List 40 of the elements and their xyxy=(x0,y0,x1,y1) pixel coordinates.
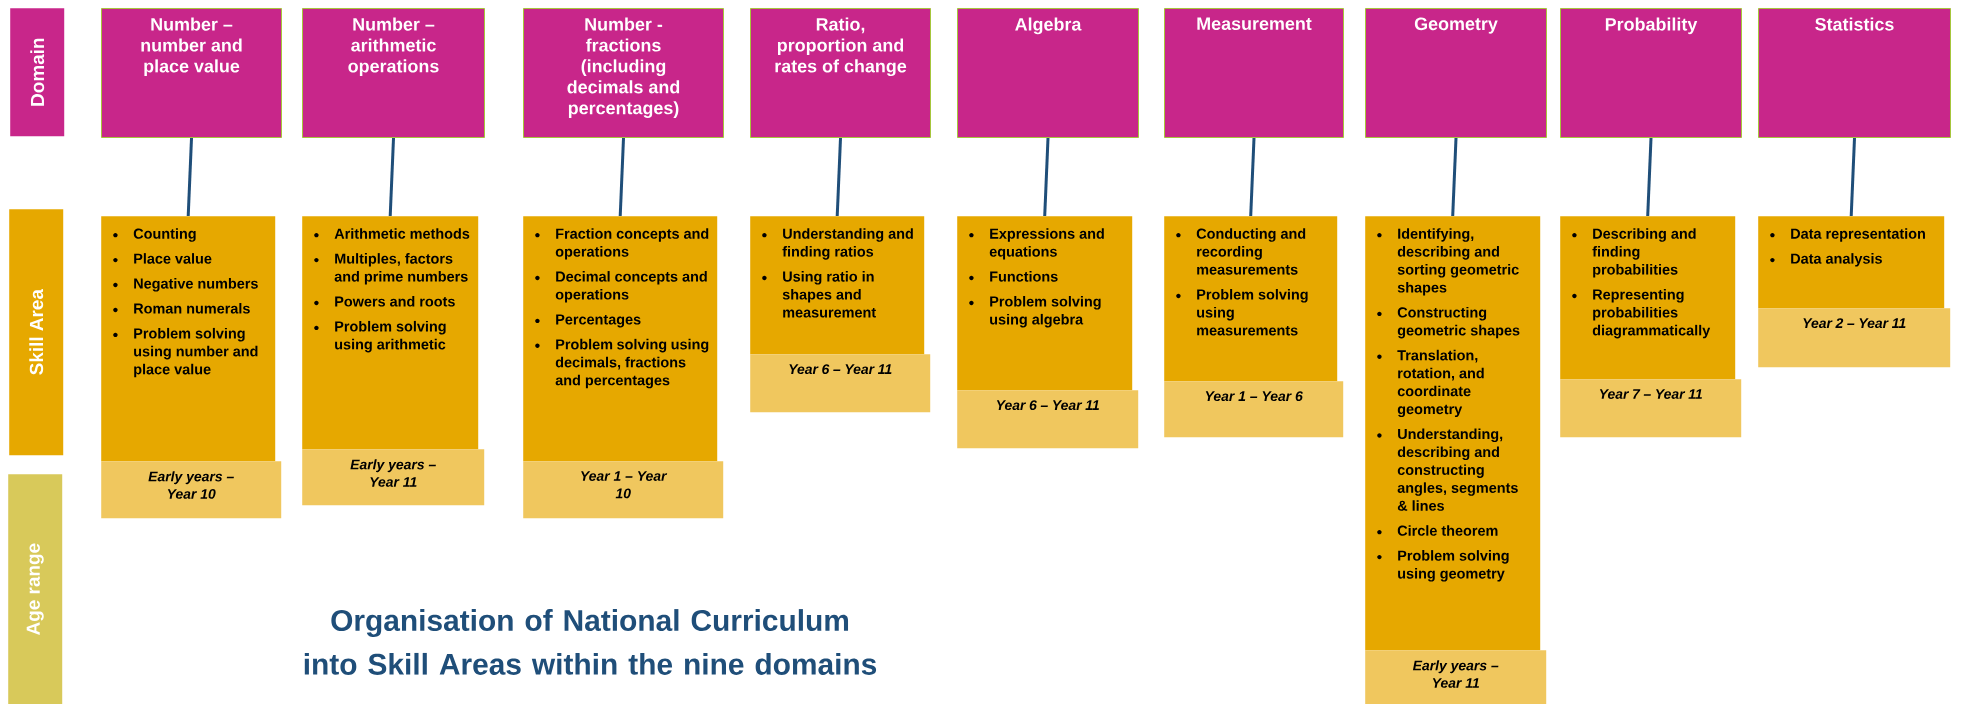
connector-line xyxy=(1646,137,1653,217)
domain-box: Geometry xyxy=(1365,8,1547,138)
domain-box: Number - fractions (including decimals and percentages) xyxy=(523,8,724,138)
skill-area-box: Data representation Data analysis xyxy=(1758,216,1945,309)
skill-area-box: Identifying, describing and sorting geometric shapes Constructing geometric shapes Translation, rotation, and coordinate geometry Understanding, describing and constructing angles, segments & lines Circle theorem Problem solving using geometry xyxy=(1365,216,1541,651)
age-range-box: Early years – Year 11 xyxy=(302,449,485,506)
age-range-box: Year 7 – Year 11 xyxy=(1560,379,1742,438)
age-range-box: Year 1 – Year 10 xyxy=(523,461,724,519)
skill-area-box: Fraction concepts and operations Decimal concepts and operations Percentages Problem solving using decimals, fractions and percentages xyxy=(523,216,718,462)
domain-box: Number – number and place value xyxy=(101,8,282,138)
row-heading: Age range xyxy=(8,474,63,704)
connector-line xyxy=(835,137,842,217)
skill-area-box: Arithmetic methods Multiples, factors and prime numbers Powers and roots Problem solving using arithmetic xyxy=(302,216,479,450)
age-range-box: Year 6 – Year 11 xyxy=(750,354,931,413)
age-range-box: Year 6 – Year 11 xyxy=(957,390,1139,449)
domain-box: Probability xyxy=(1560,8,1742,138)
age-range-box: Year 1 – Year 6 xyxy=(1164,381,1344,438)
domain-box: Statistics xyxy=(1758,8,1951,138)
domain-box: Algebra xyxy=(957,8,1139,138)
row-heading: Domain xyxy=(10,8,65,137)
row-heading: Skill Area xyxy=(9,209,64,456)
connector-line xyxy=(388,137,395,217)
connector-line xyxy=(1249,137,1256,217)
skill-area-box: Describing and finding probabilities Representing probabilities diagrammatically xyxy=(1560,216,1736,380)
connector-line xyxy=(1451,137,1458,217)
domain-box: Number – arithmetic operations xyxy=(302,8,485,138)
age-range-box: Year 2 – Year 11 xyxy=(1758,308,1951,368)
skill-area-box: Expressions and equations Functions Problem solving using algebra xyxy=(957,216,1133,391)
skill-area-box: Counting Place value Negative numbers Roman numerals Problem solving using number and place value xyxy=(101,216,276,462)
age-range-box: Early years – Year 11 xyxy=(1365,650,1547,704)
age-range-box: Early years – Year 10 xyxy=(101,461,282,519)
connector-line xyxy=(1043,137,1050,217)
connector-line xyxy=(1849,137,1856,217)
skill-area-box: Conducting and recording measurements Problem solving using measurements xyxy=(1164,216,1338,382)
skill-area-box: Understanding and finding ratios Using ratio in shapes and measurement xyxy=(750,216,925,355)
title: Organisation of National Curriculum into Skill Areas within the nine domains xyxy=(304,609,877,675)
domain-box: Ratio, proportion and rates of change xyxy=(750,8,931,138)
connector-line xyxy=(618,137,625,217)
domain-box: Measurement xyxy=(1164,8,1344,138)
connector-line xyxy=(186,137,193,217)
